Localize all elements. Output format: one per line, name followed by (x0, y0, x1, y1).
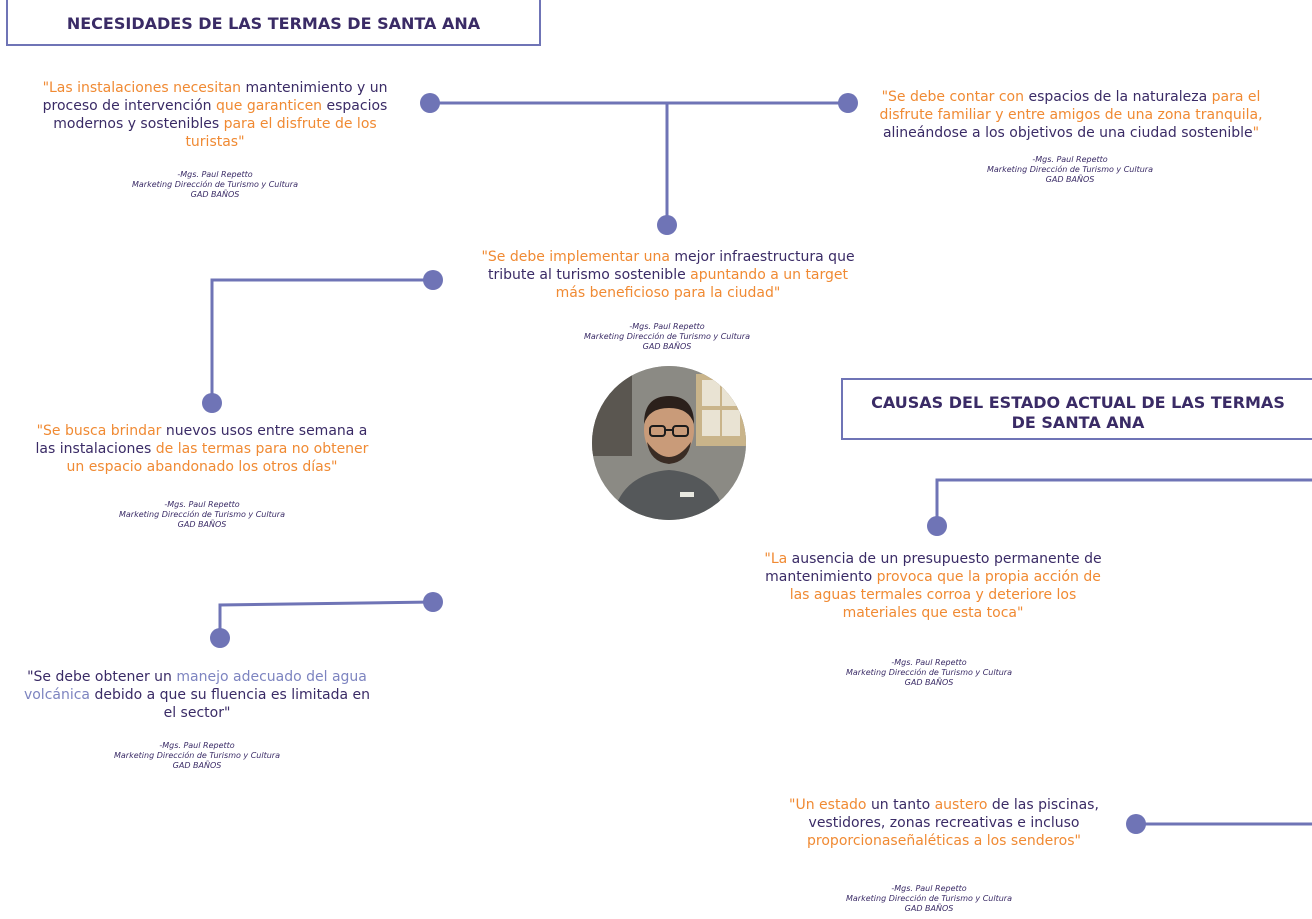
quote-new-uses: "Se busca brindar nuevos usos entre sema… (35, 423, 369, 475)
causes-title-line2: DE SANTA ANA (1011, 413, 1145, 432)
quote-maintenance: "Las instalaciones necesitan mantenimien… (42, 80, 388, 150)
lower-left-bracket-line (218, 600, 434, 638)
node-dot (927, 516, 947, 536)
needs-title-text: NECESIDADES DE LAS TERMAS DE SANTA ANA (66, 14, 481, 33)
node-dot (202, 393, 222, 413)
quote-volcanic-water: "Se debe obtener un manejo adecuado del … (23, 669, 371, 721)
node-dot (423, 270, 443, 290)
node-dot (420, 93, 440, 113)
node-dot (423, 592, 443, 612)
node-dot (210, 628, 230, 648)
quote-infrastructure: "Se debe implementar una mejor infraestr… (481, 249, 855, 301)
avatar (592, 366, 746, 520)
causes-title: CAUSAS DEL ESTADO ACTUAL DE LAS TERMAS D… (841, 378, 1312, 440)
node-dot (838, 93, 858, 113)
quote-austere-state: "Un estado un tanto austero de las pisci… (789, 797, 1099, 849)
quote-nature-spaces: "Se debe contar con espacios de la natur… (879, 89, 1263, 141)
node-dot (657, 215, 677, 235)
causes-title-line1: CAUSAS DEL ESTADO ACTUAL DE LAS TERMAS (871, 393, 1285, 412)
left-bracket-line (210, 278, 433, 403)
needs-title: NECESIDADES DE LAS TERMAS DE SANTA ANA (6, 0, 541, 46)
causes-bracket-line (935, 478, 1312, 526)
quote-budget: "La ausencia de un presupuesto permanent… (764, 551, 1102, 621)
node-dot (1126, 814, 1146, 834)
